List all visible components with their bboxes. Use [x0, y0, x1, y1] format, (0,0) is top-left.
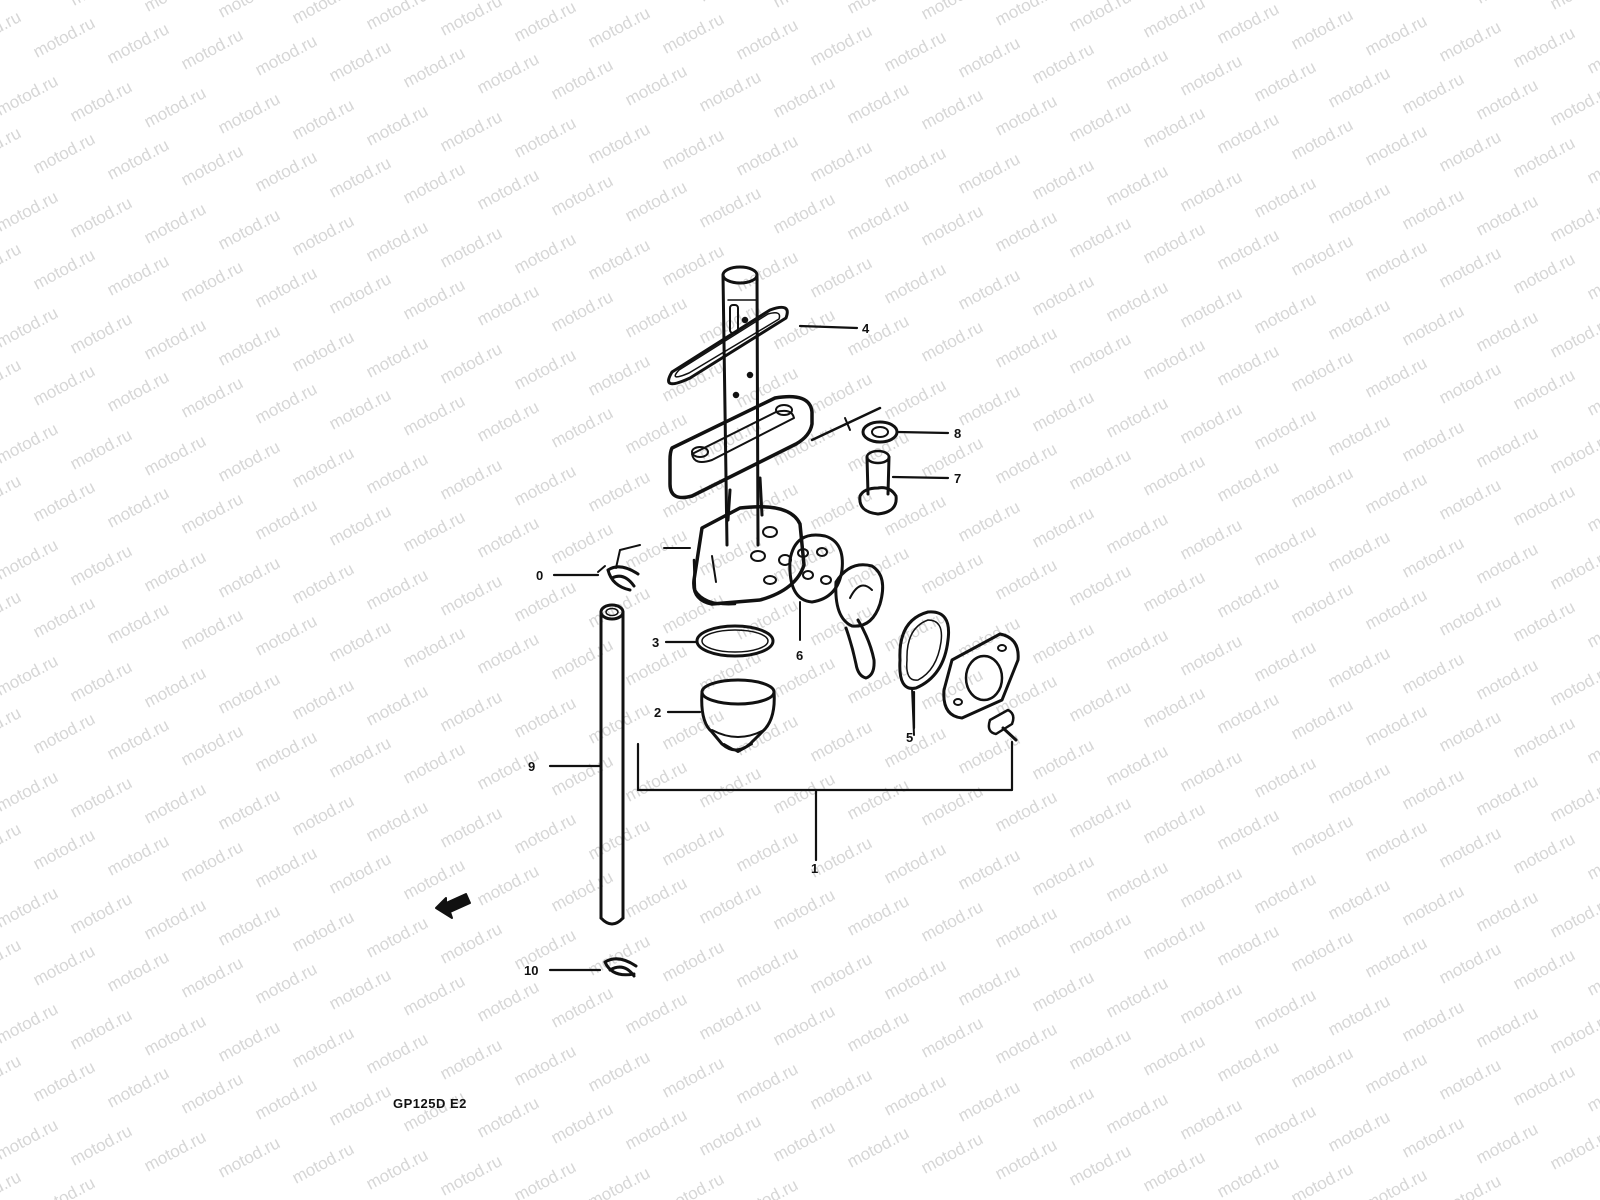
leader-lines — [548, 324, 1014, 972]
callout-6: 6 — [796, 648, 803, 663]
mounting-bolt — [858, 449, 898, 516]
callout-2: 2 — [654, 705, 661, 720]
cup-o-ring — [695, 624, 775, 658]
hose-clamp-bottom — [603, 957, 638, 978]
cover-screw — [987, 708, 1018, 742]
hose-clamp-top — [597, 565, 640, 592]
forward-arrow-icon — [435, 893, 471, 919]
callout-9: 9 — [528, 759, 535, 774]
valve-disc — [788, 533, 844, 641]
fuel-cock-lever — [834, 563, 885, 680]
fuel-hose — [599, 603, 625, 926]
cover-plate — [942, 632, 1020, 720]
bolt-washer — [861, 420, 899, 444]
callout-1: 1 — [811, 861, 818, 876]
callout-5: 5 — [906, 730, 913, 745]
lever-gasket — [898, 610, 951, 736]
callout-0: 0 — [536, 568, 543, 583]
model-code-label: GP125D E2 — [393, 1096, 467, 1111]
callout-10: 10 — [524, 963, 538, 978]
callout-3: 3 — [652, 635, 659, 650]
tank-o-ring — [667, 305, 789, 386]
sediment-cup — [700, 678, 776, 753]
callout-4: 4 — [862, 321, 870, 336]
callout-7: 7 — [954, 471, 961, 486]
callout-8: 8 — [954, 426, 961, 441]
